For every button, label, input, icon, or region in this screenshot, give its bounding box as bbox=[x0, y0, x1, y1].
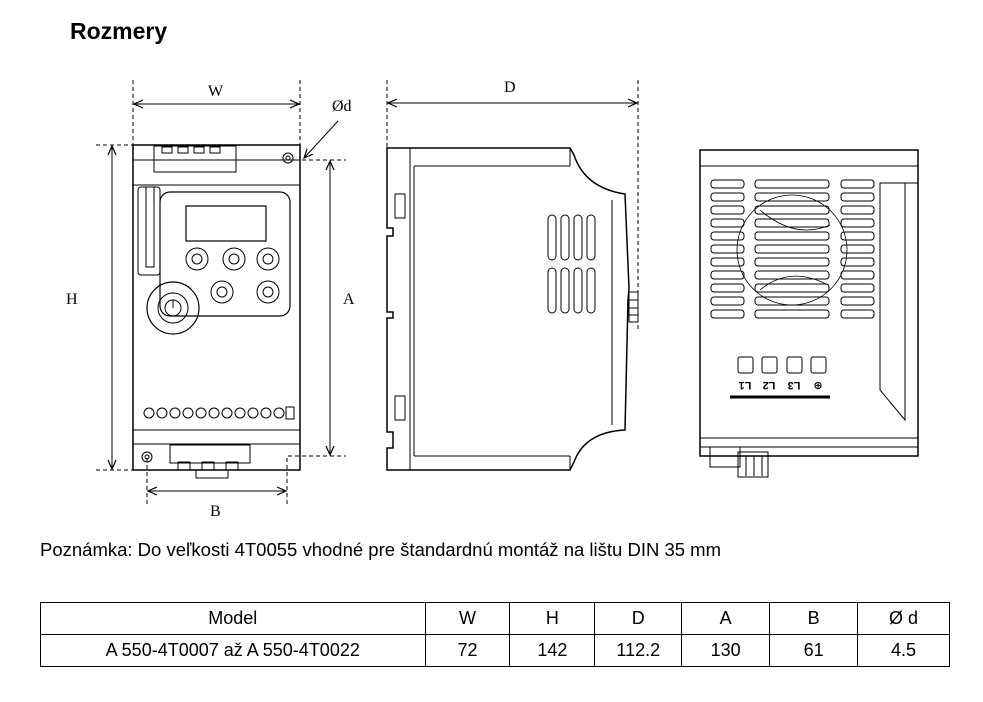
header-od: Ø d bbox=[857, 602, 950, 635]
dim-label-a: A bbox=[343, 291, 355, 308]
header-w: W bbox=[424, 602, 511, 635]
cell-h: 142 bbox=[509, 634, 596, 667]
dimension-drawing: W Ød D H A B L1 L2 L3 ⊕ bbox=[66, 79, 919, 520]
cell-w: 72 bbox=[424, 634, 511, 667]
table-row: A 550-4T0007 až A 550-4T0022 72 142 112.… bbox=[40, 634, 950, 667]
cell-od: 4.5 bbox=[857, 634, 950, 667]
header-d: D bbox=[594, 602, 683, 635]
dim-label-h: H bbox=[66, 291, 78, 308]
front-view bbox=[96, 80, 346, 504]
cell-b: 61 bbox=[769, 634, 859, 667]
cell-d: 112.2 bbox=[594, 634, 683, 667]
header-a: A bbox=[681, 602, 771, 635]
bottom-view bbox=[699, 149, 919, 478]
page-title: Rozmery bbox=[70, 18, 168, 44]
terminal-label-l3: L3 bbox=[788, 379, 801, 391]
header-model: Model bbox=[40, 602, 426, 635]
terminal-label-l1: L1 bbox=[739, 379, 752, 391]
cell-model: A 550-4T0007 až A 550-4T0022 bbox=[40, 634, 426, 667]
header-b: B bbox=[769, 602, 859, 635]
side-view bbox=[386, 80, 639, 471]
terminal-label-l2: L2 bbox=[763, 379, 776, 391]
dim-label-w: W bbox=[208, 83, 224, 100]
header-h: H bbox=[509, 602, 596, 635]
cell-a: 130 bbox=[681, 634, 771, 667]
dimensions-table: Model W H D A B Ø d A 550-4T0007 až A 55… bbox=[40, 602, 950, 667]
dim-label-d: D bbox=[504, 79, 516, 96]
dim-label-od: Ød bbox=[332, 98, 352, 115]
dim-label-b: B bbox=[210, 503, 221, 520]
terminal-label-ground: ⊕ bbox=[813, 379, 822, 392]
note-text: Poznámka: Do veľkosti 4T0055 vhodné pre … bbox=[40, 539, 721, 560]
table-header-row: Model W H D A B Ø d bbox=[40, 602, 950, 635]
